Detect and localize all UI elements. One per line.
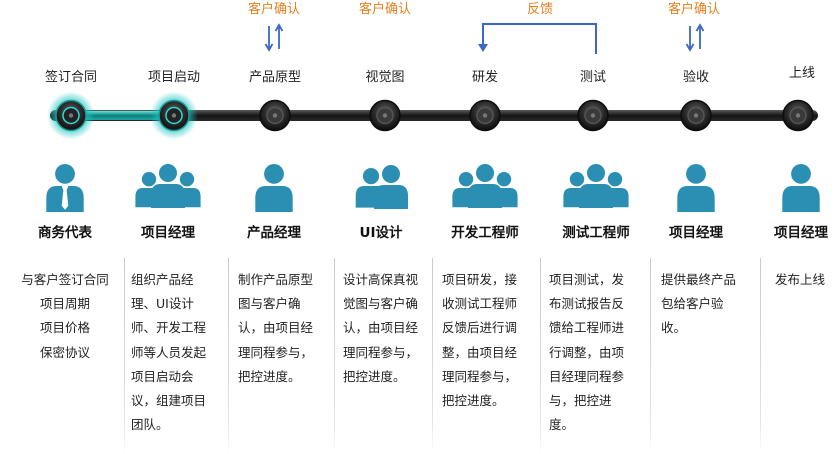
timeline-node [369,99,401,132]
timeline-node [469,99,501,132]
role-title: 产品经理 [247,225,301,241]
role-title: 项目经理 [141,225,195,241]
role-description: 制作产品原型图与客户确认，由项目经理同程参与，把控进度。 [238,272,314,384]
group-people-icon [133,160,203,216]
swap-arrows-icon [264,23,284,52]
group-people-icon [561,160,631,216]
customer-confirm-label: 客户确认 [247,2,300,17]
role-title: 开发工程师 [451,225,519,241]
timeline-node [259,99,291,132]
role-description: 设计高保真视觉图与客户确认，由项目经理同程参与，把控进度。 [343,272,419,384]
timeline-node [47,91,95,140]
role-description: 项目测试，发布测试报告反馈给工程师进行调整，由项目经理同程参与，把控进度。 [549,272,625,433]
group-people-icon [450,160,520,216]
role-title: 项目经理 [774,225,828,241]
single-person-icon [661,160,731,216]
description-line: 与客户签订合同 [21,272,109,287]
feedback-arrow-icon [478,23,597,54]
role-description: 发布上线 [775,272,826,287]
pair-people-icon [346,160,416,216]
role-title: UI设计 [359,225,403,241]
stage-label-prototype: 产品原型 [248,70,301,85]
stage-label-visual: 视觉图 [365,70,405,85]
stage-label-launch: 上线 [788,66,815,81]
single-person-icon [766,160,836,216]
role-description-business: 与客户签订合同 项目周期 项目价格 保密协议 [8,268,122,365]
column-divider [540,258,541,454]
customer-confirm-label: 客户确认 [667,2,720,17]
swap-arrows-icon [685,23,705,52]
timeline-node [782,99,814,132]
role-title: 测试工程师 [562,225,630,241]
description-line: 项目价格 [39,320,90,336]
stage-label-acceptance: 验收 [682,70,709,85]
column-divider [432,258,433,454]
column-divider [228,258,229,454]
timeline-node [680,99,712,132]
feedback-label: 反馈 [526,2,553,17]
column-divider [760,258,761,454]
timeline-track [50,110,818,121]
role-title: 项目经理 [669,225,723,241]
description-line: 保密协议 [39,344,90,360]
description-line: 项目周期 [39,296,90,312]
single-person-icon [30,160,100,216]
stage-label-project-kickoff: 项目启动 [147,70,200,85]
stage-label-development: 研发 [471,70,498,85]
column-divider [124,258,125,454]
role-description: 组织产品经理、UI设计师、开发工程师等人员发起项目启动会议，组建项目团队。 [131,272,207,433]
role-description: 提供最终产品包给客户验收。 [661,272,737,336]
stage-label-sign-contract: 签订合同 [44,70,97,85]
column-divider [650,258,651,454]
timeline-active-segment [70,111,174,120]
timeline-node [150,91,198,140]
single-person-icon [239,160,309,216]
stage-label-testing: 测试 [579,70,606,85]
customer-confirm-label: 客户确认 [358,2,411,17]
column-divider [334,258,335,454]
timeline-node [577,99,609,132]
role-description: 项目研发，接收测试工程师反馈后进行调整，由项目经理同程参与，把控进度。 [442,272,518,409]
role-title: 商务代表 [38,225,92,241]
